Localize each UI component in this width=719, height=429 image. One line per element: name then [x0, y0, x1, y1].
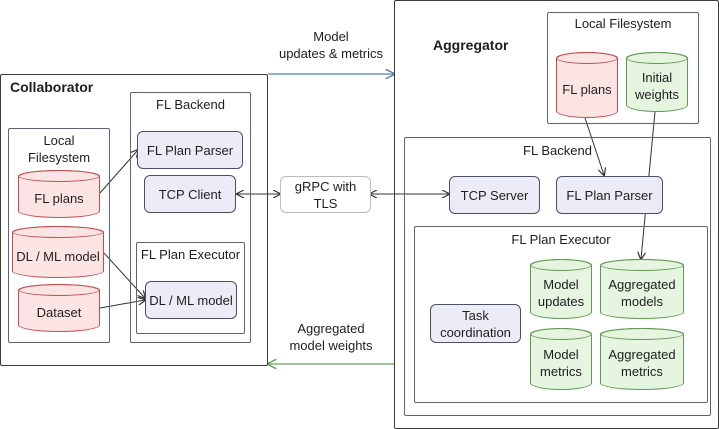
agg-local-filesystem	[547, 12, 699, 124]
aggregator-title: Aggregator	[433, 37, 509, 53]
agg-filesystem-title: Local Filesystem	[574, 16, 672, 31]
fl-plans-to-parser	[99, 150, 138, 194]
agg-plan-parser: FL Plan Parser	[556, 176, 663, 214]
collab-plan-executor	[136, 242, 245, 334]
agg-fl-backend	[404, 137, 711, 416]
collab-dl-model-store: DL / ML model	[12, 226, 104, 278]
agg-backend-title: FL Backend	[523, 143, 592, 158]
collab-executor-title: FL Plan Executor	[140, 247, 241, 262]
collab-executor-model: DL / ML model	[145, 281, 237, 319]
dl-model-to-executor	[103, 252, 145, 298]
collab-plan-parser: FL Plan Parser	[137, 131, 243, 169]
tcp-client: TCP Client	[144, 175, 236, 213]
collab-local-filesystem	[8, 128, 110, 343]
agg-plans-to-parser	[584, 117, 604, 175]
dataset-to-executor	[99, 300, 145, 309]
collaborator-title: Collaborator	[10, 79, 94, 95]
collab-fl-backend	[130, 92, 251, 343]
collab-dataset-store: Dataset	[18, 284, 100, 332]
agg-plan-executor	[414, 226, 708, 403]
collaborator-container	[0, 74, 268, 366]
agg-executor-title: FL Plan Executor	[511, 232, 611, 247]
collab-backend-title: FL Backend	[156, 97, 225, 112]
collab-fl-plans-store: FL plans	[18, 170, 100, 218]
agg-fl-plans-store: FL plans	[556, 52, 618, 118]
tcp-server: TCP Server	[449, 176, 540, 214]
